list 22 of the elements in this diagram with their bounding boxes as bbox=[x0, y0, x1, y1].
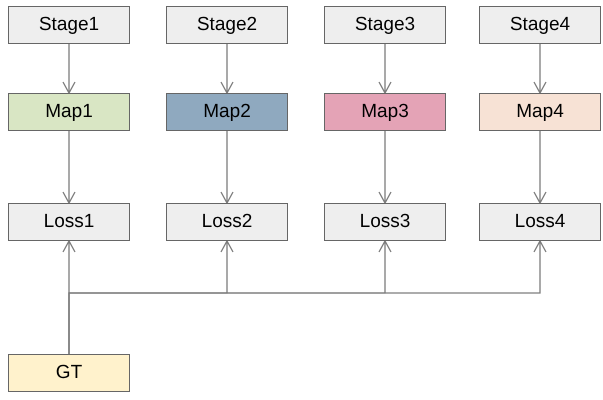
arrow bbox=[68, 240, 547, 354]
map-box: Map2 bbox=[166, 93, 288, 131]
arrow bbox=[533, 131, 547, 204]
stage-box: Stage1 bbox=[8, 6, 130, 44]
arrow bbox=[62, 131, 76, 204]
map-box: Map1 bbox=[8, 93, 130, 131]
stage-box: Stage4 bbox=[479, 6, 601, 44]
arrow bbox=[533, 44, 547, 94]
loss-box: Loss1 bbox=[8, 203, 130, 241]
arrow bbox=[378, 44, 392, 94]
map-box: Map3 bbox=[324, 93, 446, 131]
stage-box: Stage3 bbox=[324, 6, 446, 44]
loss-box: Loss4 bbox=[479, 203, 601, 241]
loss-box: Loss3 bbox=[324, 203, 446, 241]
arrow bbox=[378, 131, 392, 204]
ground-truth-box: GT bbox=[8, 354, 130, 392]
loss-box: Loss2 bbox=[166, 203, 288, 241]
stage-box: Stage2 bbox=[166, 6, 288, 44]
arrow bbox=[220, 44, 234, 94]
map-box: Map4 bbox=[479, 93, 601, 131]
arrow bbox=[62, 44, 76, 94]
arrow bbox=[220, 131, 234, 204]
